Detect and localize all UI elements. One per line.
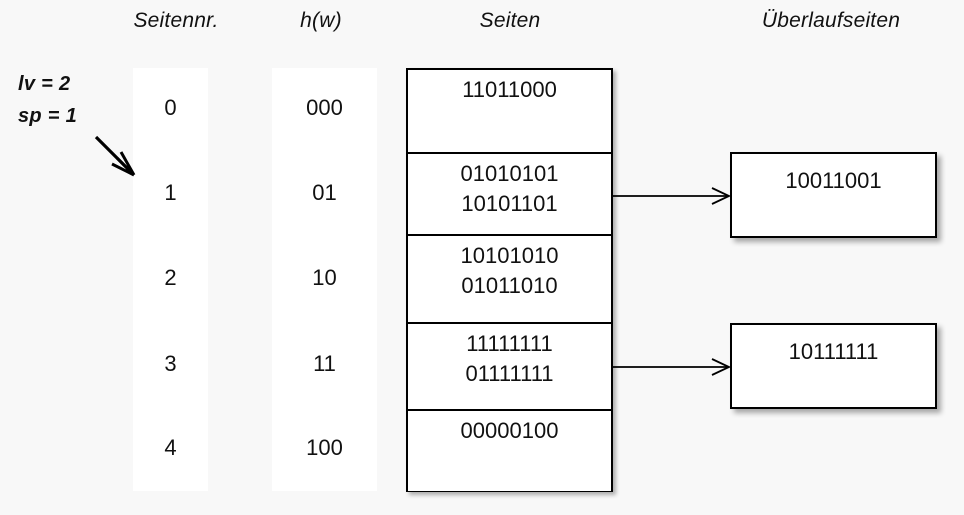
seitennr-value: 0 [164, 95, 177, 120]
hw-value: 100 [306, 435, 343, 460]
record: 01010101 [460, 161, 559, 186]
overflow-arrow-2-head [711, 358, 732, 376]
label-sp: sp = 1 [18, 105, 78, 127]
column-seitennr: 0 1 2 3 4 [133, 68, 208, 491]
page-bucket: 10101010 01011010 [408, 234, 611, 322]
record: 01011010 [461, 273, 558, 298]
hw-value: 10 [312, 265, 337, 290]
record: 10011001 [785, 168, 882, 193]
seitennr-value: 4 [164, 435, 177, 460]
pages-table: 11011000 01010101 10101101 10101010 0101… [406, 68, 613, 492]
hw-value: 01 [312, 180, 337, 205]
heading-hw: h(w) [300, 9, 342, 32]
heading-seiten: Seiten [479, 9, 541, 32]
overflow-page: 10011001 [730, 152, 937, 238]
heading-seitennr: Seitennr. [133, 9, 219, 32]
hw-value: 11 [313, 351, 336, 376]
split-pointer-arrow [94, 135, 134, 175]
seitennr-value: 2 [164, 265, 177, 290]
record: 10101101 [461, 191, 558, 216]
record: 10111111 [788, 339, 879, 364]
record: 01111111 [465, 361, 554, 386]
page-bucket: 11011000 [408, 70, 611, 155]
overflow-page: 10111111 [730, 323, 937, 409]
heading-ueberlaufseiten: Überlaufseiten [761, 9, 901, 32]
hw-value: 000 [306, 95, 343, 120]
label-lv: lv = 2 [18, 73, 71, 95]
record: 11011000 [462, 77, 557, 102]
column-hw: 000 01 10 11 100 [272, 68, 377, 491]
page-bucket: 11111111 01111111 [408, 322, 611, 409]
split-pointer-arrowhead [111, 151, 136, 177]
seitennr-value: 1 [164, 180, 177, 205]
page-bucket: 00000100 [408, 409, 611, 491]
page-bucket: 01010101 10101101 [408, 152, 611, 237]
record: 10101010 [460, 243, 559, 268]
overflow-arrow-1-head [711, 187, 732, 205]
record: 00000100 [460, 418, 559, 443]
seitennr-value: 3 [164, 351, 177, 376]
record: 11111111 [466, 331, 553, 356]
